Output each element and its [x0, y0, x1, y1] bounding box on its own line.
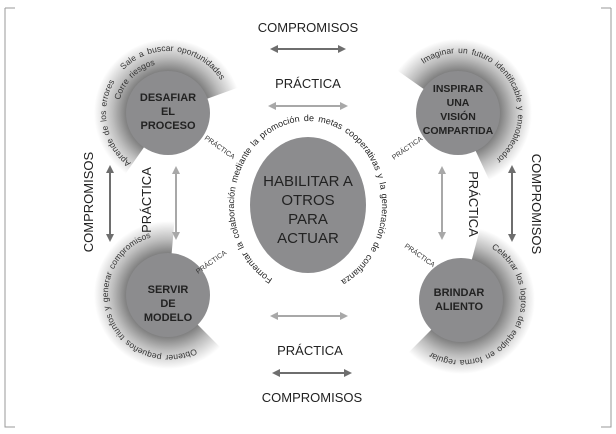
halo-servir	[94, 220, 221, 369]
title-servir-line: SERVIR	[148, 284, 189, 296]
arc-word: promoción	[257, 114, 300, 141]
arc-word: y	[375, 172, 386, 180]
label-practica-diag-br: PRÁCTICA	[403, 241, 437, 269]
title-inspirar-line: VISIÓN	[440, 110, 476, 123]
arc-word: forma	[460, 355, 484, 368]
title-habilitar-line: HABILITAR A	[263, 173, 353, 190]
arc-word: y	[516, 106, 526, 112]
arc-word: generación	[374, 193, 390, 240]
frame	[4, 7, 612, 428]
label-compromisos-right: COMPROMISOS	[529, 154, 544, 255]
label-compromisos-bottom: COMPROMISOS	[262, 390, 363, 405]
arc-word: de	[304, 113, 315, 123]
arc-word: de	[369, 241, 382, 255]
label-compromisos-top: COMPROMISOS	[258, 20, 359, 35]
arc-word: los	[514, 272, 527, 286]
label-practica-diag-bl: PRÁCTICA	[194, 248, 228, 276]
halos	[94, 38, 536, 374]
arc-word: mediante	[229, 145, 254, 183]
arc-word: del	[513, 315, 527, 330]
arc-word: los	[98, 111, 109, 123]
title-habilitar-line: ACTUAR	[277, 230, 339, 247]
halo-desafiar	[94, 38, 238, 174]
title-brindar-line: BRINDAR	[434, 287, 485, 299]
title-brindar-line: ALIENTO	[435, 301, 484, 313]
arc-word: un	[458, 45, 469, 56]
circle-inspirar	[416, 71, 500, 155]
arc-word: Fomentar	[239, 250, 273, 285]
title-desafiar-line: DESAFIAR	[140, 92, 196, 104]
label-practica-bottom: PRÁCTICA	[277, 343, 343, 358]
halo-inspirar	[397, 38, 532, 181]
title-desafiar-line: PROCESO	[140, 120, 195, 132]
arc-word: la	[248, 136, 260, 148]
label-compromisos-left: COMPROMISOS	[81, 151, 96, 252]
title-inspirar-line: UNA	[447, 97, 470, 109]
arc-word: buscar	[146, 43, 174, 56]
label-practica-diag-tr: PRÁCTICA	[390, 134, 424, 162]
arc-word: y	[101, 305, 112, 312]
arc-word: la	[234, 240, 246, 251]
arc-word: confianza	[340, 253, 375, 287]
title-servir-line: DE	[160, 298, 175, 310]
circle-desafiar	[126, 71, 210, 155]
title-habilitar-line: PARA	[288, 211, 328, 228]
title-servir-line: MODELO	[144, 312, 193, 324]
title-desafiar-line: EL	[161, 106, 175, 118]
label-practica-diag-tl: PRÁCTICA	[203, 133, 237, 161]
arc-word: logros	[518, 288, 529, 314]
arc-word: a	[137, 48, 146, 59]
circle-brindar	[419, 258, 503, 342]
arc-word: la	[377, 181, 388, 190]
title-habilitar-line: OTROS	[281, 192, 334, 209]
arc-word: metas	[317, 114, 345, 132]
label-practica-left: PRÁCTICA	[139, 167, 154, 233]
halo-brindar	[408, 228, 536, 374]
label-practica-top: PRÁCTICA	[275, 76, 341, 91]
title-inspirar-line: COMPARTIDA	[423, 125, 494, 137]
circle-habilitar	[250, 137, 366, 273]
label-practica-right: PRÁCTICA	[466, 171, 481, 237]
arc-word: colaboración	[226, 186, 242, 240]
title-inspirar-line: INSPIRAR	[433, 83, 484, 95]
circle-servir	[126, 253, 210, 337]
